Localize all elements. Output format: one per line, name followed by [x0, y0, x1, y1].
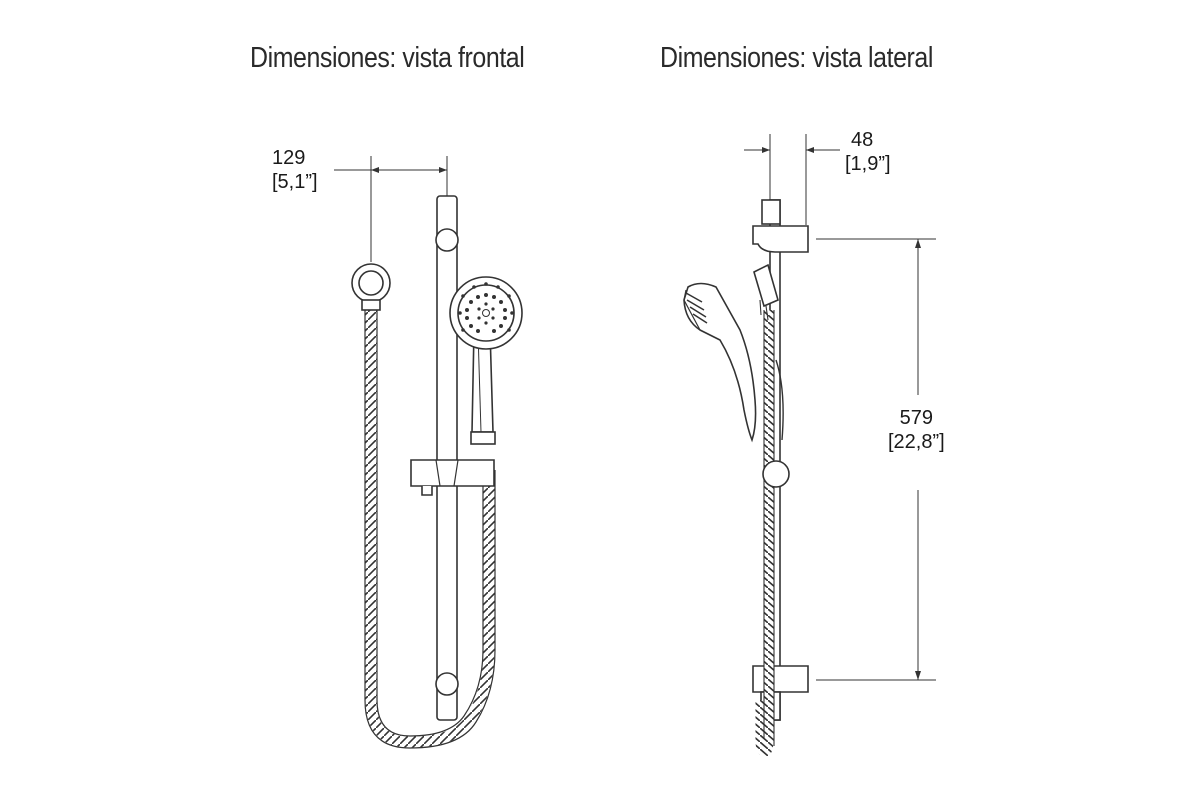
spray-nozzles	[458, 282, 514, 333]
front-view	[334, 156, 523, 749]
side-hand-shower	[683, 263, 784, 443]
side-slider-mount	[762, 460, 790, 488]
dimension-line-48	[744, 134, 840, 225]
hose-holder	[351, 263, 391, 311]
hand-shower	[449, 276, 523, 445]
side-view-title: Dimensiones: vista lateral	[660, 42, 933, 74]
dimension-line-579	[816, 238, 936, 681]
slide-rail	[435, 195, 459, 721]
dimension-value-in: [5,1”]	[272, 171, 318, 193]
dimension-line-129	[334, 156, 448, 262]
dimension-value-mm: 579	[899, 407, 934, 429]
slider-bracket	[410, 459, 495, 496]
dimension-rail-depth: 48 [1,9”]	[845, 128, 891, 176]
front-view-title: Dimensiones: vista frontal	[250, 42, 525, 74]
shower-hose	[365, 305, 495, 748]
dimension-value-in: [22,8”]	[888, 431, 945, 453]
dimension-value-mm: 48	[851, 129, 874, 151]
side-spray-face	[685, 292, 708, 324]
dimension-hose-holder-offset: 129 [5,1”]	[272, 146, 318, 194]
side-shower-hose	[755, 310, 774, 757]
dimension-value-in: [1,9”]	[845, 153, 891, 175]
side-view	[683, 134, 936, 757]
dimension-rail-height: 579 [22,8”]	[888, 406, 945, 454]
dimension-value-mm: 129	[272, 147, 306, 169]
